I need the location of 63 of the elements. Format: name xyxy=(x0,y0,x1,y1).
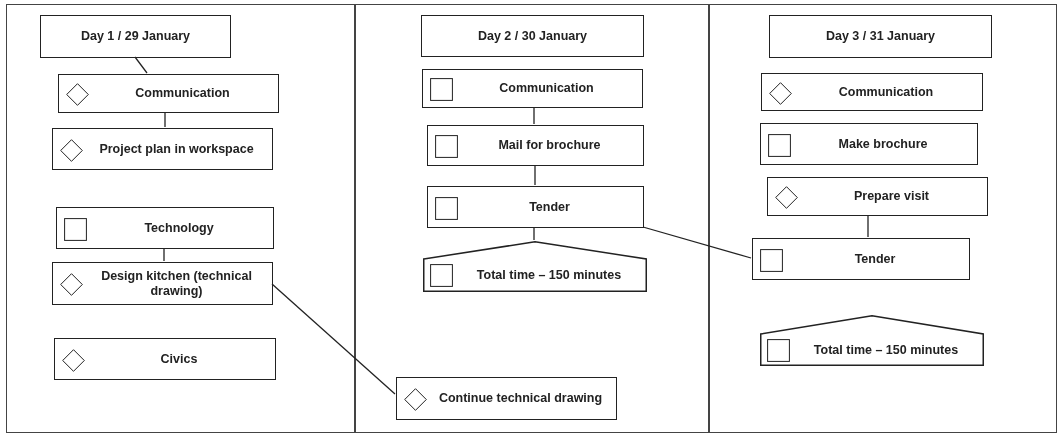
box-text: Day 3 / 31 January xyxy=(824,28,937,45)
box-text: Total time – 150 minutes xyxy=(812,341,960,359)
box-text: Continue technical drawing xyxy=(437,390,604,407)
activity-box xyxy=(56,207,274,249)
connector-line xyxy=(164,111,166,128)
activity-box xyxy=(767,177,988,216)
box-text: Day 1 / 29 January xyxy=(79,28,192,45)
box-text: Tender xyxy=(528,198,571,216)
box-text: Total time – 150 minutes xyxy=(475,267,623,284)
diamond-icon xyxy=(66,83,89,106)
square-icon xyxy=(767,339,790,362)
square-icon xyxy=(64,218,87,241)
diamond-icon xyxy=(60,273,83,296)
activity-box xyxy=(427,186,644,228)
box-text: Civics xyxy=(159,350,199,368)
diamond-icon xyxy=(62,349,85,372)
pentagon-box xyxy=(760,315,984,366)
day-panel xyxy=(709,4,1057,433)
square-icon xyxy=(430,78,453,101)
activity-box xyxy=(752,238,970,280)
diamond-icon xyxy=(769,82,792,105)
activity-box xyxy=(422,69,643,108)
day-panel xyxy=(355,4,709,433)
connector-line xyxy=(163,247,165,262)
diamond-icon xyxy=(404,388,427,411)
pentagon-box xyxy=(423,241,647,292)
day-panel xyxy=(6,4,355,433)
connector-line xyxy=(533,226,535,241)
square-icon xyxy=(430,264,453,287)
activity-box xyxy=(761,73,983,111)
connector-line xyxy=(867,214,869,238)
box-text: Day 2 / 30 January xyxy=(476,27,589,45)
square-icon xyxy=(435,197,458,220)
box-text: Communication xyxy=(134,85,231,102)
box-text: Mail for brochure xyxy=(497,137,602,154)
day-header-box xyxy=(769,15,992,58)
diamond-icon xyxy=(775,186,798,209)
activity-box xyxy=(54,338,276,380)
box-text: Technology xyxy=(143,219,215,237)
activity-box xyxy=(760,123,978,165)
activity-box xyxy=(427,125,644,166)
square-icon xyxy=(435,135,458,158)
connector-line xyxy=(134,56,148,74)
connector-line xyxy=(533,106,535,125)
day-header-box xyxy=(421,15,644,57)
connector-line xyxy=(271,283,396,395)
box-text: Make brochure xyxy=(837,135,929,153)
connector-line xyxy=(642,226,752,259)
activity-box xyxy=(52,128,273,170)
square-icon xyxy=(760,249,783,272)
activity-box xyxy=(396,377,617,420)
box-text: Communication xyxy=(837,83,935,101)
diamond-icon xyxy=(60,139,83,162)
day-header-box xyxy=(40,15,231,58)
connector-line xyxy=(534,164,536,186)
activity-box xyxy=(52,262,273,305)
box-text: Tender xyxy=(853,250,897,268)
box-text: Project plan in workspace xyxy=(98,140,255,158)
box-text: Prepare visit xyxy=(852,188,930,205)
box-text: Communication xyxy=(498,80,595,97)
square-icon xyxy=(768,134,791,157)
box-text: Design kitchen (technical drawing) xyxy=(100,267,253,300)
activity-box xyxy=(58,74,279,113)
